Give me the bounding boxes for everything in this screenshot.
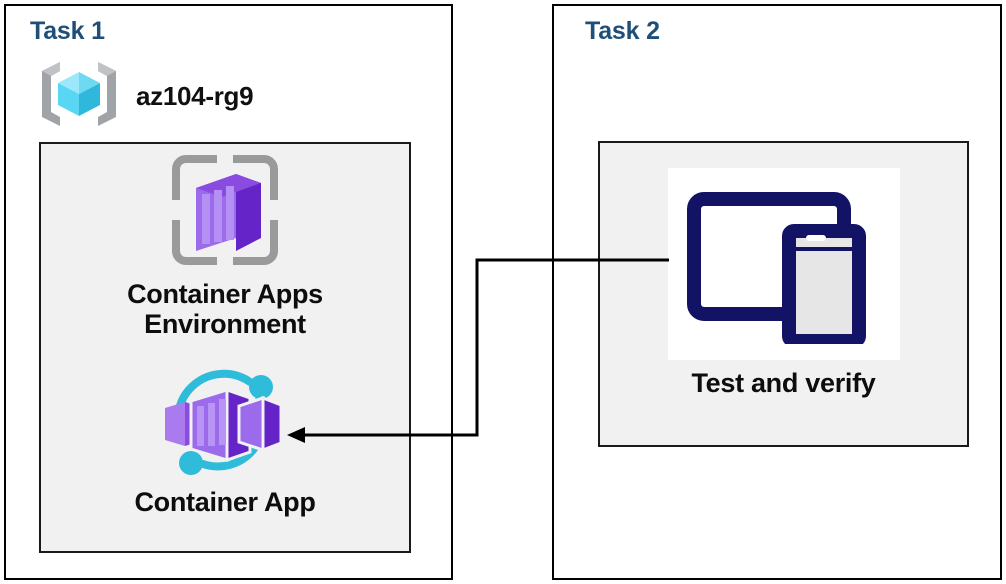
test-and-verify-node[interactable]: Test and verify [598, 168, 969, 398]
container-apps-environment-icon [162, 150, 288, 275]
container-apps-environment-node[interactable]: Container Apps Environment [39, 150, 411, 339]
resource-group-label: az104-rg9 [136, 81, 254, 111]
container-apps-environment-label: Container Apps Environment [127, 279, 323, 340]
resource-group-row: az104-rg9 [36, 58, 254, 135]
test-and-verify-devices-icon [684, 179, 884, 349]
resource-group-icon [36, 58, 122, 135]
test-and-verify-label: Test and verify [691, 368, 876, 398]
test-and-verify-icon-plate [667, 168, 900, 360]
container-app-node[interactable]: Container App [39, 368, 411, 517]
task-1-title: Task 1 [30, 17, 105, 45]
container-app-icon [151, 368, 299, 485]
task-2-title: Task 2 [585, 17, 660, 45]
container-app-label: Container App [134, 487, 316, 517]
